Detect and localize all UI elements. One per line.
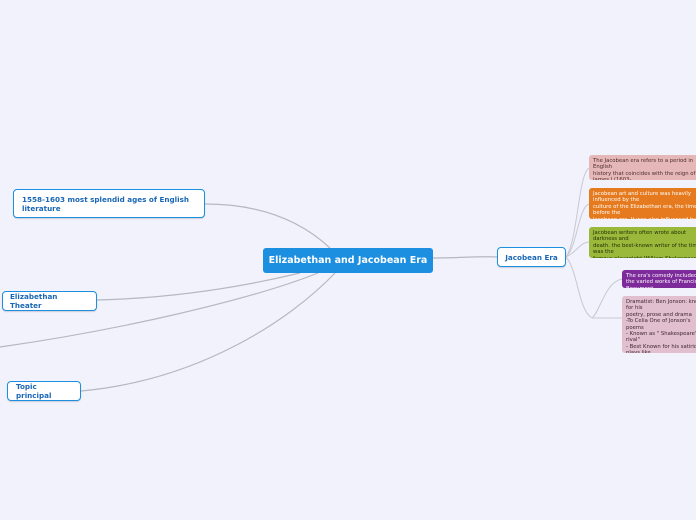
topic-elizabethan-theater[interactable]: Elizabethan Theater	[2, 291, 97, 311]
topic-jacobean-era-label: Jacobean Era	[505, 252, 558, 262]
topic-principal-label: Topic principal	[16, 382, 52, 400]
topic-jacobean-era[interactable]: Jacobean Era	[497, 247, 566, 267]
note-jacobean-period[interactable]: The Jacobean era refers to a period in E…	[589, 155, 696, 180]
link-ages	[204, 203, 331, 249]
central-topic-label: Elizabethan and Jacobean Era	[268, 255, 428, 266]
topic-principal[interactable]: Topic principal	[7, 381, 81, 401]
link-principal	[80, 272, 336, 392]
link-jacobean	[432, 256, 498, 259]
note-jacobean-writers[interactable]: Jacobean writers often wrote about darkn…	[589, 227, 696, 258]
link-theater	[96, 272, 301, 301]
link-note-period	[565, 167, 590, 258]
link-note-writers	[565, 241, 590, 258]
link-note-comedy	[591, 278, 623, 319]
central-topic[interactable]: Elizabethan and Jacobean Era	[263, 248, 433, 273]
note-comedy[interactable]: The era's comedy included the varied wor…	[622, 270, 696, 288]
topic-splendid-ages[interactable]: 1558-1603 most splendid ages of English …	[13, 189, 205, 218]
link-note-group	[565, 256, 593, 319]
topic-elizabethan-theater-label: Elizabethan Theater	[10, 292, 58, 310]
link-note-art	[565, 203, 590, 258]
topic-splendid-ages-label: 1558-1603 most splendid ages of English …	[22, 194, 189, 213]
note-jacobean-art[interactable]: Jacobean art and culture was heavily inf…	[589, 188, 696, 219]
link-offscreen	[0, 272, 319, 348]
note-ben-jonson[interactable]: Dramatist: Ben Jonson: known for his poe…	[622, 296, 696, 353]
